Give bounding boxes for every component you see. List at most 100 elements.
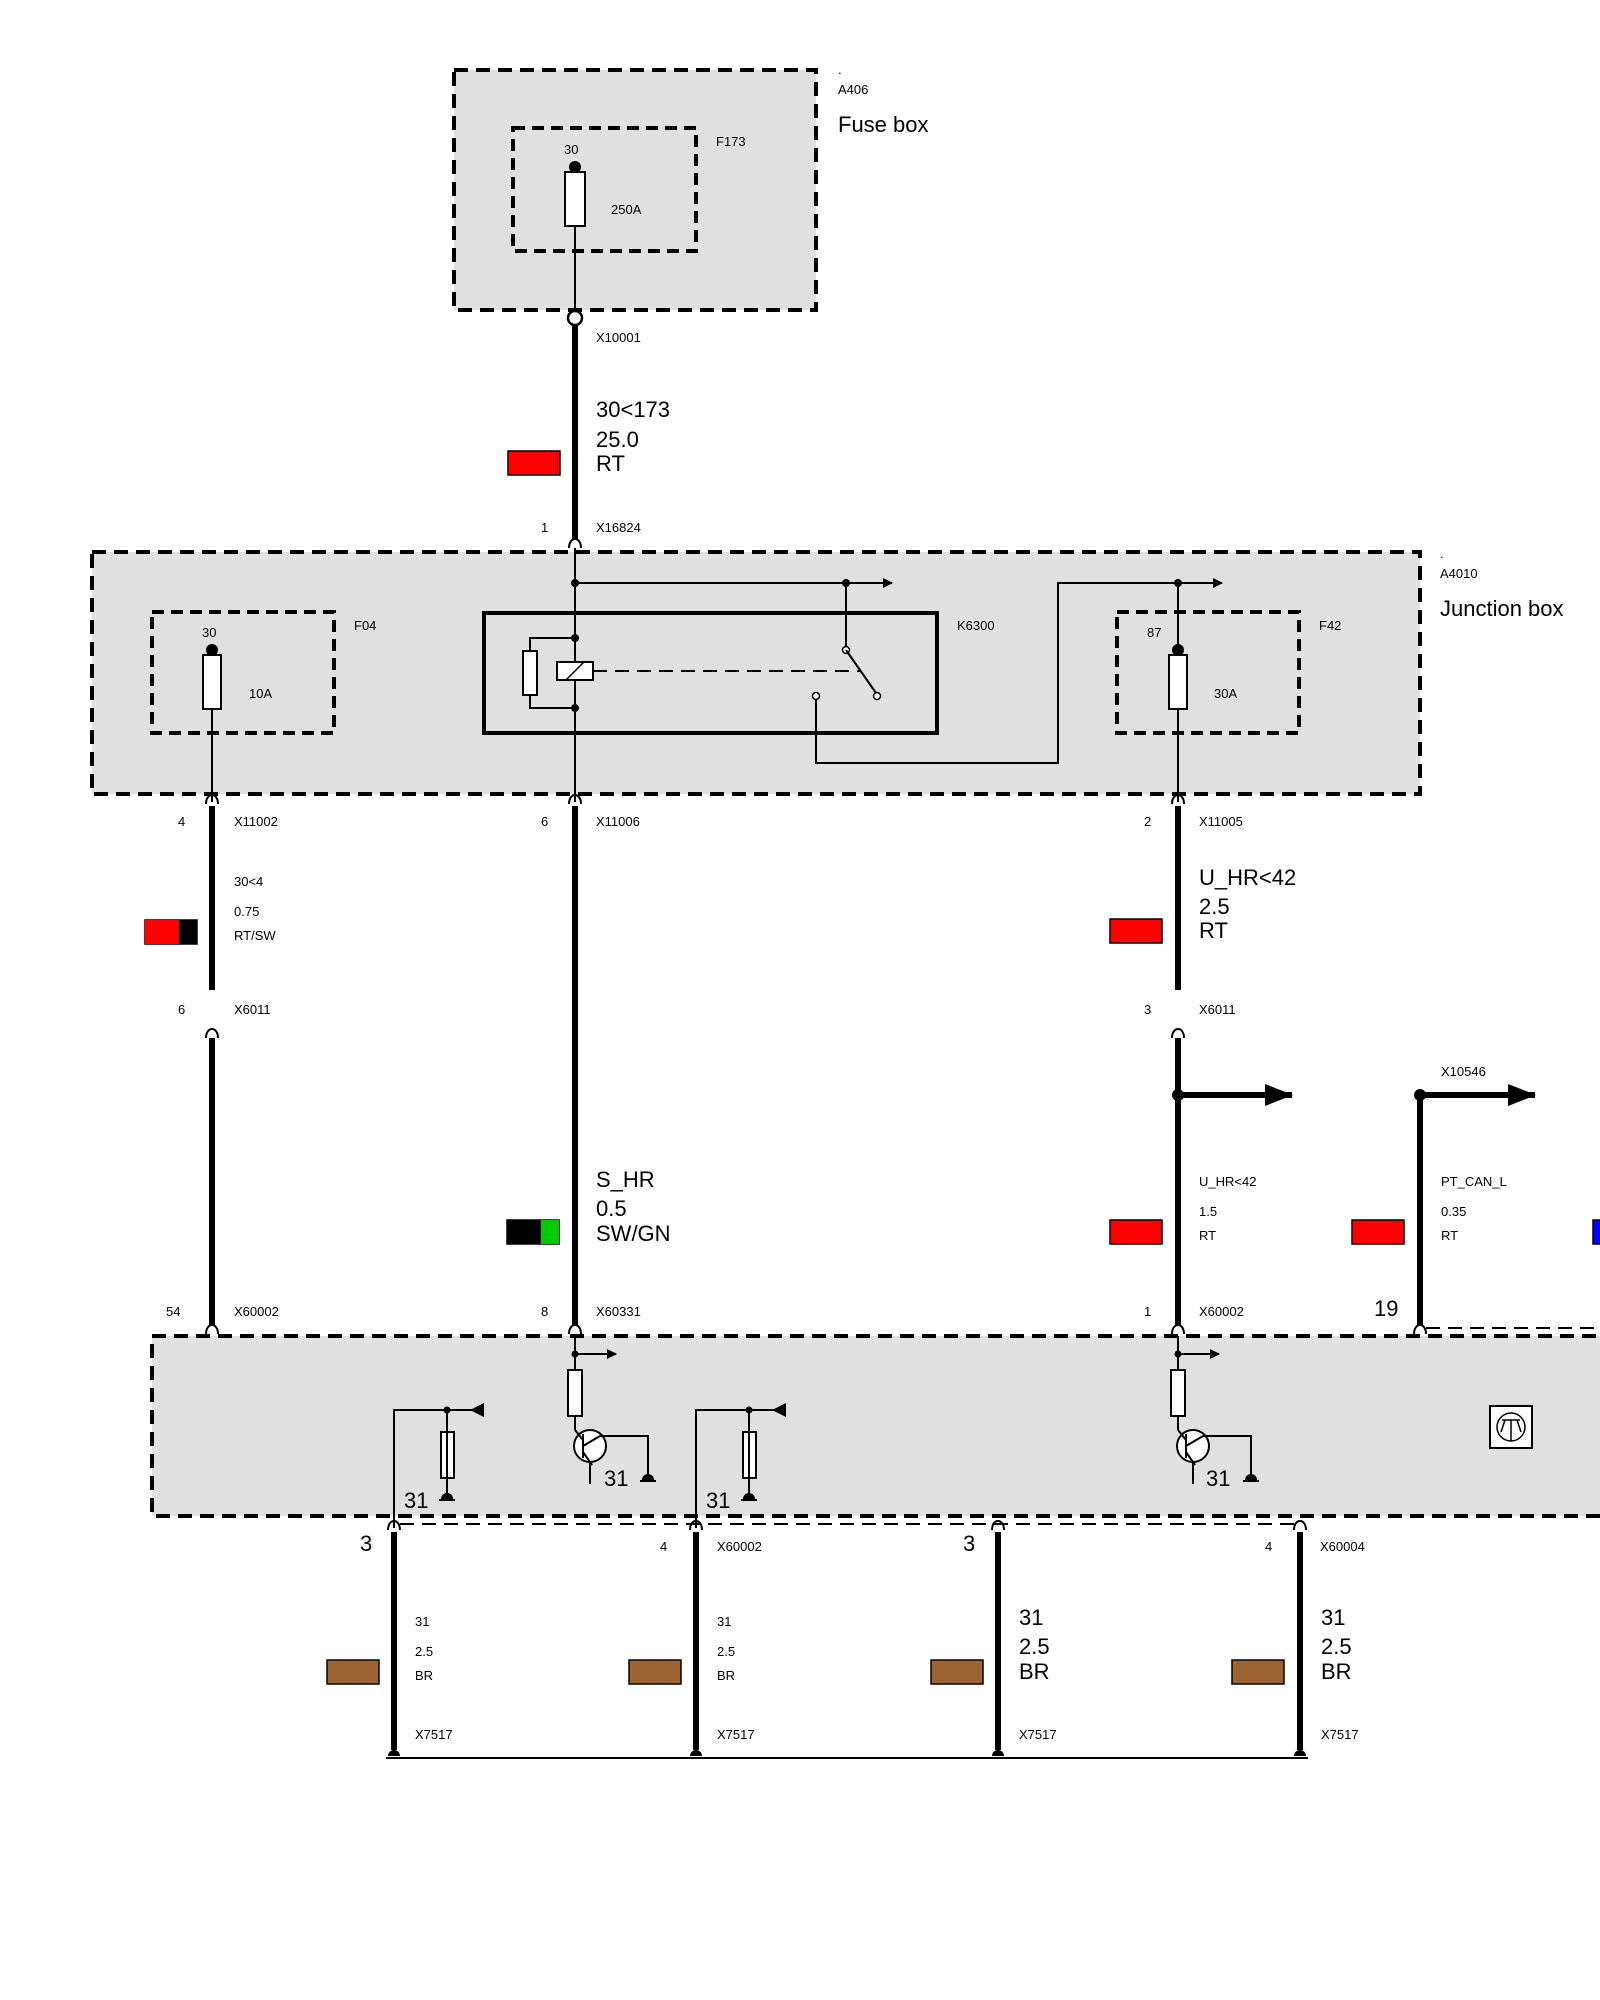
wire-s-hr-signal: S_HR	[596, 1167, 655, 1192]
resistor-icon	[567, 1369, 583, 1417]
connector-x6011-b-icon	[1171, 1028, 1185, 1039]
connector-x7517-3: X7517	[1019, 1727, 1057, 1742]
junction-box-outline	[90, 550, 1422, 796]
ground-icon	[441, 1493, 453, 1499]
wire-can-size: 0.35	[1441, 1204, 1466, 1219]
connector-x11006: X11006	[596, 814, 640, 829]
color-swatch-br-3	[930, 1659, 984, 1685]
fuse-f173-rating: 250A	[611, 202, 642, 217]
connector-ground-icon	[991, 1520, 1005, 1531]
junction-box-dot: .	[1440, 546, 1444, 561]
connector-x7517-1: X7517	[415, 1727, 453, 1742]
connector-x60002-pin-b: 1	[1144, 1304, 1151, 1319]
wire-can-signal: PT_CAN_L	[1441, 1174, 1507, 1189]
ground-bus	[386, 1750, 1308, 1759]
fuse-f04-pin: 30	[202, 625, 216, 640]
connector-pin-19: 19	[1374, 1296, 1398, 1321]
fuse-f42-icon	[1168, 654, 1188, 710]
connector-x7517-4: X7517	[1321, 1727, 1359, 1742]
fuse-f42-pin: 87	[1147, 625, 1161, 640]
wire-f42-signal: U_HR<42	[1199, 865, 1296, 890]
color-swatch-br-2	[628, 1659, 682, 1685]
ground-terminal-icon	[1294, 1750, 1306, 1756]
connector-x60331-pin: 8	[541, 1304, 548, 1319]
bottom-pin-4: 4	[1265, 1539, 1272, 1554]
wire-g1-size: 2.5	[415, 1644, 433, 1659]
connector-x60331: X60331	[596, 1304, 641, 1319]
color-swatch-bl-cut	[1592, 1219, 1600, 1245]
fuse-box-dot: .	[838, 62, 842, 77]
wire-uhr2-size: 1.5	[1199, 1204, 1217, 1219]
connector-x10001-icon	[566, 309, 584, 327]
connector-x6011-b: X6011	[1199, 1002, 1236, 1017]
connector-x6011-a: X6011	[234, 1002, 271, 1017]
wire-s-hr-size: 0.5	[596, 1196, 627, 1221]
color-swatch-br-1	[326, 1659, 380, 1685]
connector-x11006-icon	[568, 794, 582, 805]
color-swatch-rt-part	[145, 920, 179, 944]
connector-x10001: X10001	[596, 330, 641, 345]
fuse-f42-terminal	[1172, 644, 1184, 656]
connector-x60331-icon	[568, 1324, 582, 1335]
fuse-f04-terminal	[206, 644, 218, 656]
ground-terminal-icon	[690, 1750, 702, 1756]
semiconductor-module-icon	[1516, 1419, 1522, 1433]
bottom-pin-1: 3	[360, 1531, 372, 1556]
bottom-pin-2: 4	[660, 1539, 667, 1554]
connector-x60002-a-icon	[205, 1324, 219, 1335]
ground-icon	[1245, 1474, 1257, 1480]
wire-uhr2-color: RT	[1199, 1228, 1216, 1243]
connector-x16824-pin: 1	[541, 520, 548, 535]
color-swatch-gn-part	[541, 1220, 559, 1244]
connector-x6011-pin-a: 6	[178, 1002, 185, 1017]
wire-g4-signal: 31	[1321, 1605, 1345, 1630]
color-swatch-sw-part	[507, 1220, 541, 1244]
resistor-icon	[1170, 1369, 1186, 1417]
ground-label-1: 31	[604, 1466, 628, 1491]
wire-g3-signal: 31	[1019, 1605, 1043, 1630]
connector-x60002-a: X60002	[234, 1304, 279, 1319]
wire-main-color: RT	[596, 451, 625, 476]
arrow-left-icon	[470, 1403, 484, 1417]
fuse-box-id: A406	[838, 82, 868, 97]
transistor-collector	[1185, 1435, 1204, 1447]
ground-internal-line	[393, 1409, 447, 1528]
connector-x6011-pin-b: 3	[1144, 1002, 1151, 1017]
wire-f42-size: 2.5	[1199, 894, 1230, 919]
fuse-f173-pin: 30	[564, 142, 578, 157]
connector-x7517-2: X7517	[717, 1727, 755, 1742]
fuse-box-outline	[452, 68, 818, 312]
transistor-lead	[1177, 1429, 1187, 1441]
connector-x11005-icon	[1171, 794, 1185, 805]
fuse-f04-id: F04	[354, 618, 376, 633]
wire-uhr2-signal: U_HR<42	[1199, 1174, 1256, 1189]
wire-g4-color: BR	[1321, 1659, 1352, 1684]
junction-box-module: . A4010 Junction box F04 30 10A K6300 F	[90, 546, 1564, 802]
connector-ground-icon	[1293, 1520, 1307, 1531]
relay-coil-slash	[565, 661, 585, 681]
connector-x60004: X60004	[1320, 1539, 1365, 1554]
fuse-f173-icon	[564, 171, 586, 227]
connector-x11002: X11002	[234, 814, 278, 829]
ground-internal-line	[695, 1409, 749, 1528]
relay-contact-icon	[811, 691, 821, 701]
color-swatch-rt-f42	[1109, 918, 1163, 944]
connector-x60002-b-icon	[1171, 1324, 1185, 1335]
color-swatch-sw-part	[179, 920, 197, 944]
connector-x6011-a-icon	[205, 1028, 219, 1039]
ground-label-4: 31	[706, 1488, 730, 1513]
wire-g1-color: BR	[415, 1668, 433, 1683]
connector-x11006-pin: 6	[541, 814, 548, 829]
wire-g1-signal: 31	[415, 1614, 429, 1629]
relay-k6300-id: K6300	[957, 618, 995, 633]
color-swatch-rt-uhr2	[1109, 1219, 1163, 1245]
connector-x11002-icon	[205, 794, 219, 805]
ground-terminal-icon	[388, 1750, 400, 1756]
connector-x11005-pin: 2	[1144, 814, 1151, 829]
connector-x60002-c: X60002	[717, 1539, 762, 1554]
fuse-f42-id: F42	[1319, 618, 1341, 633]
wire-g2-signal: 31	[717, 1614, 731, 1629]
ground-label-3: 31	[404, 1488, 428, 1513]
connector-x60002-pin-a: 54	[166, 1304, 180, 1319]
